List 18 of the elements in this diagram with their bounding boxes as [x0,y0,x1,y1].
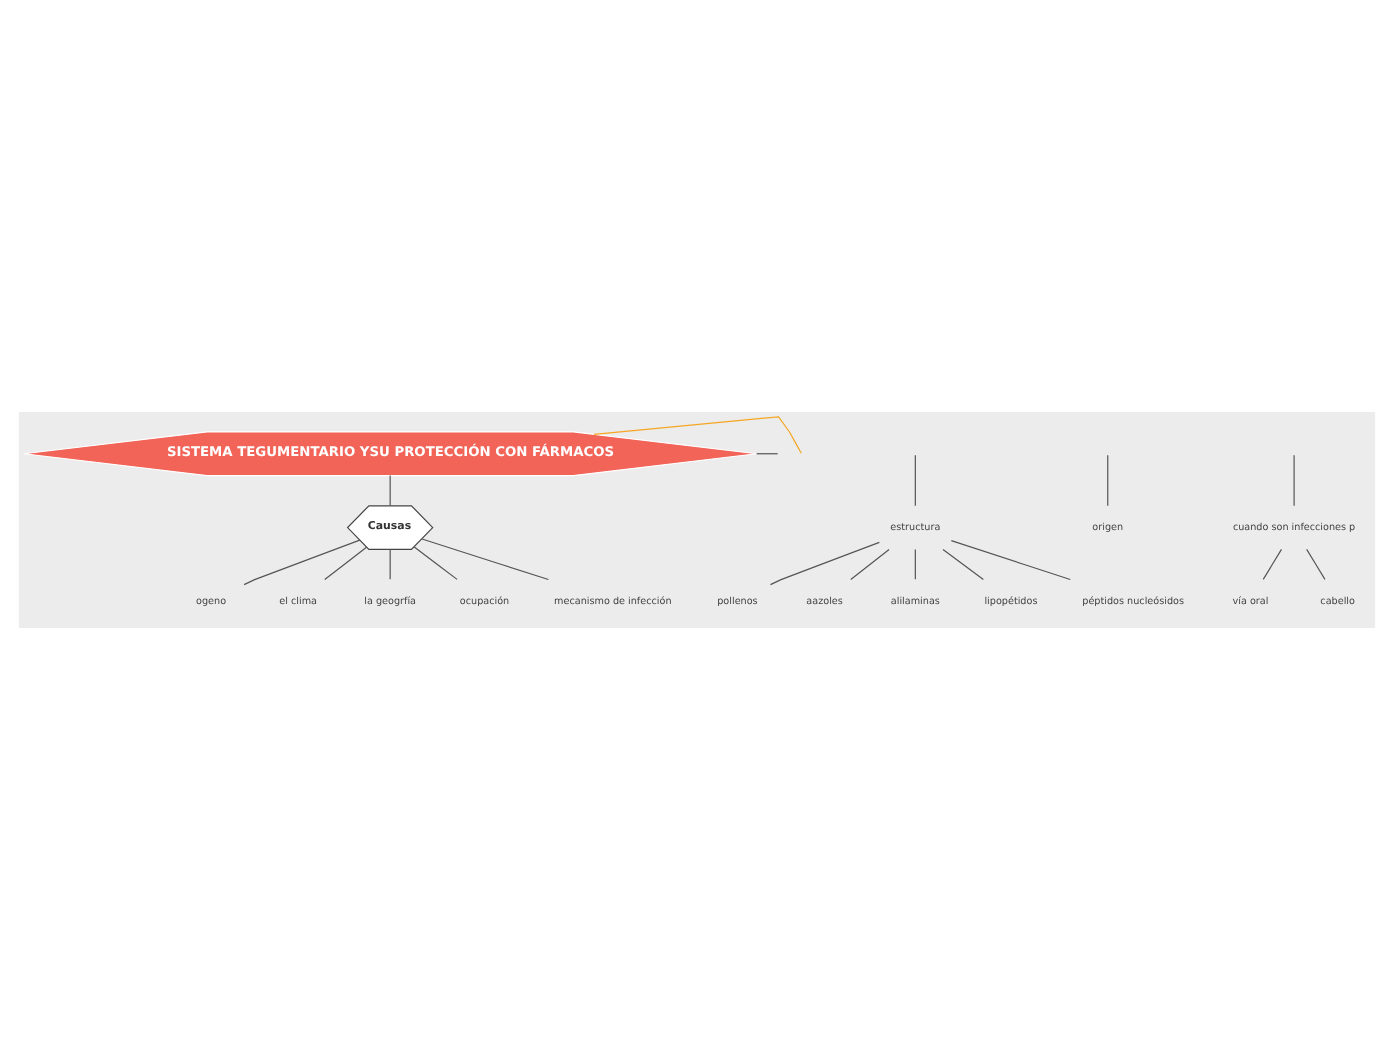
connector [389,548,391,580]
connector [421,538,549,581]
connector [593,416,802,454]
connector [769,541,880,586]
connector [413,546,458,580]
connector [756,453,779,455]
connector [389,475,391,507]
connector [914,454,916,507]
connector [850,548,890,581]
connector [1293,454,1295,507]
connector [914,548,916,580]
connector [1107,454,1109,507]
connector [1306,548,1326,580]
connector [950,539,1071,581]
connector [243,539,361,586]
connector [324,546,368,581]
connector [942,548,984,581]
connector [1262,548,1283,580]
